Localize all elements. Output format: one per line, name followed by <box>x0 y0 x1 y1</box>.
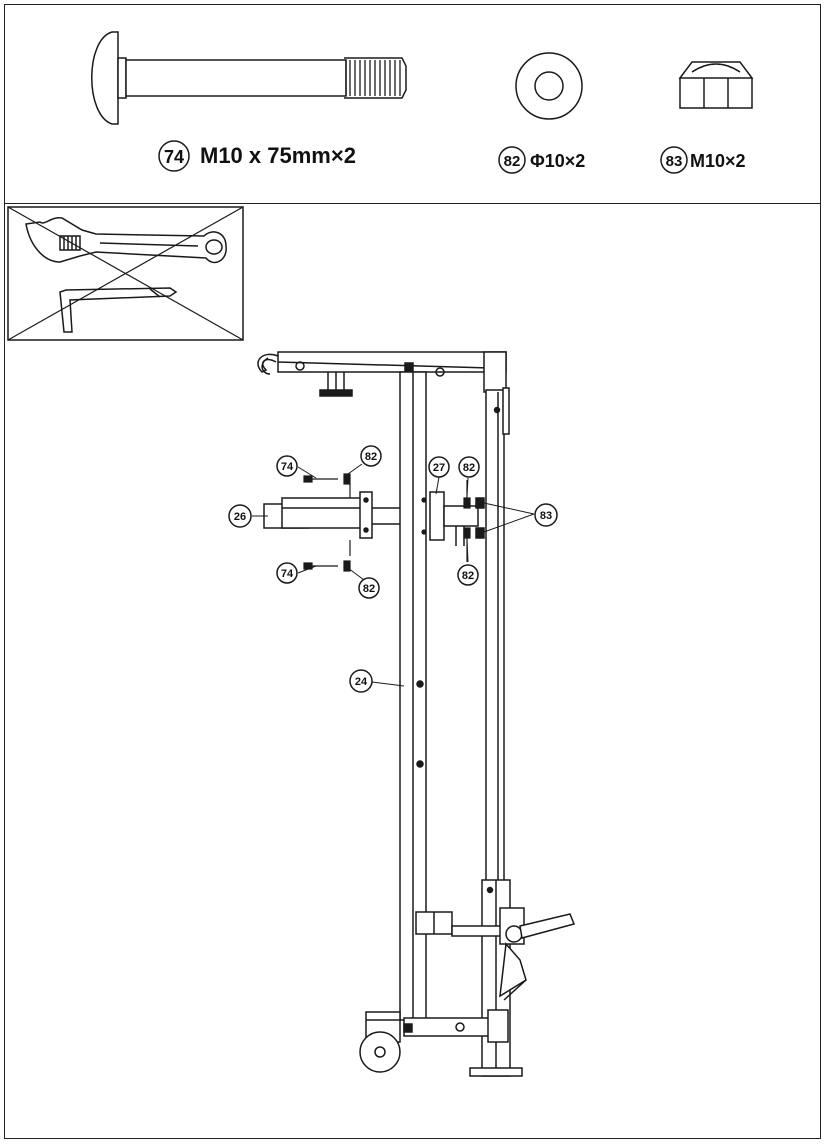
callout-leaders <box>252 463 535 687</box>
hardware-label-74: 74 M10 x 75mm×2 <box>158 140 356 172</box>
tools-cross-out <box>7 206 244 341</box>
svg-text:82: 82 <box>363 583 375 595</box>
page-frame <box>4 4 821 1139</box>
callout-26: 26 <box>228 504 252 528</box>
attachment-arm-26 <box>263 491 400 539</box>
callout-83: 83 <box>534 503 558 527</box>
svg-text:74: 74 <box>281 461 294 473</box>
hex-nut-icon <box>678 61 754 109</box>
callout-82-upper-left: 82 <box>360 445 382 467</box>
svg-text:Φ10×2: Φ10×2 <box>530 151 585 171</box>
bracket-27 <box>429 491 485 546</box>
svg-text:82: 82 <box>365 451 377 463</box>
adjustable-wrench-icon <box>25 217 227 264</box>
callout-74-lower: 74 <box>276 562 298 584</box>
callout-27: 27 <box>428 456 450 478</box>
svg-text:27: 27 <box>433 462 445 474</box>
svg-text:83: 83 <box>666 153 683 170</box>
callout-74-upper: 74 <box>276 455 298 477</box>
upright-frame-24 <box>257 351 576 1077</box>
hex-key-icon <box>59 287 178 333</box>
svg-text:26: 26 <box>234 511 246 523</box>
hardware-label-82: 82 Φ10×2 <box>498 146 585 174</box>
carriage-bolt-icon <box>91 31 407 125</box>
hardware-panel-divider <box>4 203 821 204</box>
svg-text:74: 74 <box>281 568 294 580</box>
callout-82-upper-right: 82 <box>458 456 480 478</box>
svg-text:M10×2: M10×2 <box>690 151 746 171</box>
svg-text:M10 x 75mm×2: M10 x 75mm×2 <box>200 143 356 168</box>
svg-text:24: 24 <box>355 676 368 688</box>
washer-icon <box>515 52 583 120</box>
svg-text:74: 74 <box>164 147 184 167</box>
callout-82-lower-right: 82 <box>457 564 479 586</box>
callout-82-lower-left: 82 <box>358 577 380 599</box>
svg-text:82: 82 <box>463 462 475 474</box>
svg-text:82: 82 <box>462 570 474 582</box>
tools-box <box>7 206 244 341</box>
svg-text:83: 83 <box>540 510 552 522</box>
callout-24: 24 <box>349 669 373 693</box>
svg-text:82: 82 <box>504 153 521 170</box>
hardware-label-83: 83 M10×2 <box>660 146 746 174</box>
